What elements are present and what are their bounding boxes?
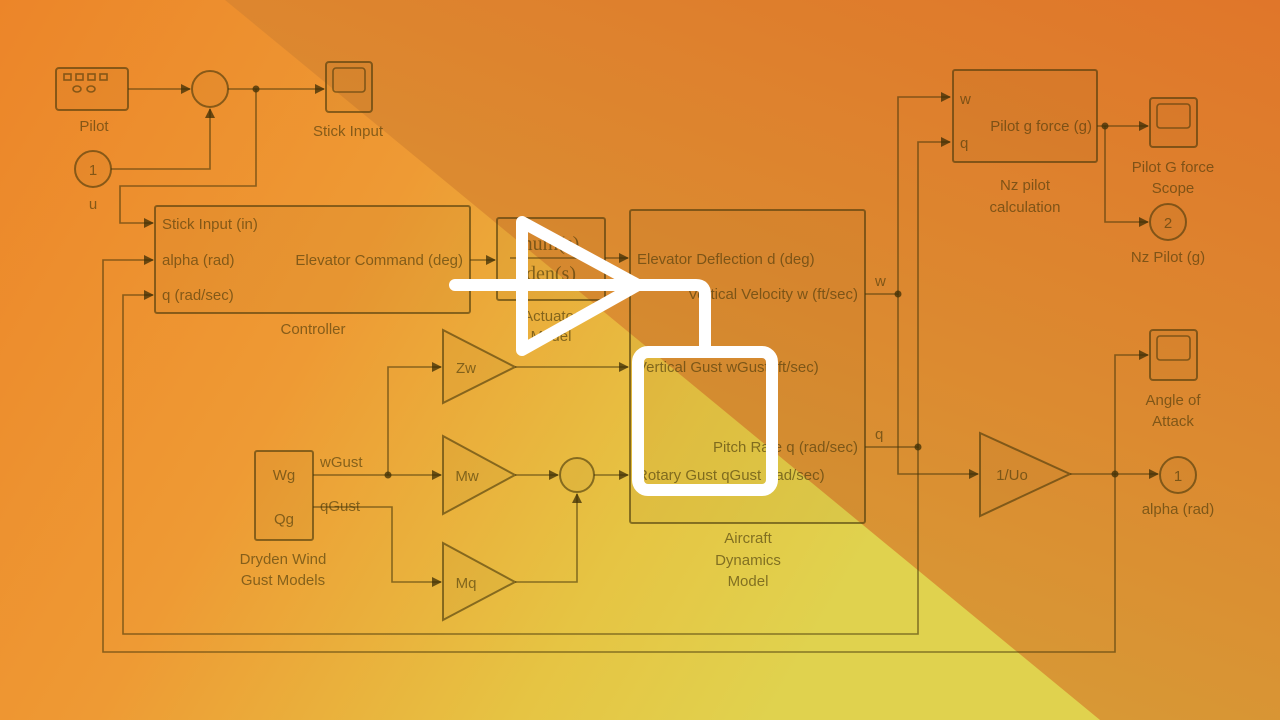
angle-of-attack-scope[interactable]: Angle of Attack <box>1145 329 1201 430</box>
block-label: Pilot G force <box>1132 159 1215 176</box>
port-label: Pilot g force (g) <box>990 118 1092 135</box>
block-label: Dynamics <box>715 552 781 569</box>
port-label: q (rad/sec) <box>162 287 234 304</box>
gain-mq[interactable]: Mq <box>442 541 518 622</box>
port-label: Vertical Velocity w (ft/sec) <box>688 286 858 303</box>
block-label: Model <box>728 573 769 590</box>
dryden-gust-block[interactable]: Wg Qg Dryden Wind Gust Models <box>240 450 327 589</box>
port-label: Pitch Rate q (rad/sec) <box>713 439 858 456</box>
block-label: Attack <box>1152 413 1194 430</box>
block-label: Scope <box>1152 180 1195 197</box>
block-label: Gust Models <box>241 572 325 589</box>
block-label: Angle of <box>1145 392 1201 409</box>
stick-input-label: Stick Input <box>313 123 384 140</box>
simulink-logo-icon <box>449 216 778 496</box>
aircraft-dynamics-block[interactable]: Elevator Deflection d (deg) Vertical Gus… <box>629 209 866 590</box>
stick-input-scope[interactable]: Stick Input <box>313 61 384 140</box>
gain-zw[interactable]: Zw <box>442 328 518 405</box>
pilot-block[interactable]: Pilot <box>55 67 129 135</box>
signal-q-label: q <box>875 426 883 443</box>
port-label: Elevator Command (deg) <box>295 252 463 269</box>
gain-mw[interactable]: Mw <box>442 434 518 516</box>
block-label: alpha (rad) <box>1142 501 1215 518</box>
pilot-label: Pilot <box>79 118 109 135</box>
port-label: Rotary Gust qGust (rad/sec) <box>637 467 825 484</box>
block-label: Nz pilot <box>1000 177 1051 194</box>
block-label: Controller <box>280 321 345 338</box>
wgust-label: wGust <box>319 454 363 471</box>
gain-label: Zw <box>456 360 476 377</box>
port-label: Stick Input (in) <box>162 216 258 233</box>
port-number: 2 <box>1164 215 1172 232</box>
block-label: Dryden Wind <box>240 551 327 568</box>
gain-label: 1/Uo <box>996 467 1028 484</box>
port-label: Elevator Deflection d (deg) <box>637 251 815 268</box>
inport-u[interactable]: 1 u <box>74 150 112 213</box>
port-number: 1 <box>89 162 97 179</box>
gain-label: Mq <box>456 575 477 592</box>
port-label: w <box>959 91 971 108</box>
block-label: Aircraft <box>724 530 772 547</box>
controller-block[interactable]: Stick Input (in) alpha (rad) q (rad/sec)… <box>154 205 471 338</box>
port-number: 1 <box>1174 468 1182 485</box>
u-label: u <box>89 196 97 213</box>
pilot-g-force-scope[interactable]: Pilot G force Scope <box>1132 97 1215 197</box>
port-label: alpha (rad) <box>162 252 235 269</box>
port-label: Qg <box>274 511 294 528</box>
sum-block[interactable] <box>191 70 229 108</box>
port-label: Vertical Gust wGust (ft/sec) <box>637 359 819 376</box>
gain-1-uo[interactable]: 1/Uo <box>979 431 1073 518</box>
nz-pilot-block[interactable]: w q Pilot g force (g) Nz pilot calculati… <box>952 69 1098 216</box>
sum-block-gust[interactable] <box>559 457 595 493</box>
gain-label: Mw <box>455 468 478 485</box>
port-label: Wg <box>273 467 296 484</box>
signal-w-label: w <box>874 273 886 290</box>
outport-nz-pilot[interactable]: 2 Nz Pilot (g) <box>1131 203 1205 266</box>
port-label: q <box>960 135 968 152</box>
block-label: calculation <box>990 199 1061 216</box>
outport-alpha[interactable]: 1 alpha (rad) <box>1142 456 1215 518</box>
block-label: Nz Pilot (g) <box>1131 249 1205 266</box>
